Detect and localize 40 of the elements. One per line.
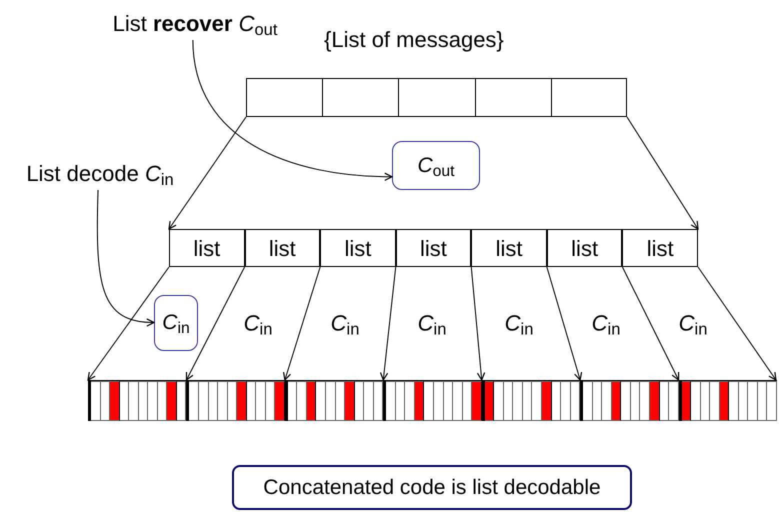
leader-arrow bbox=[192, 40, 393, 181]
list-cell: list bbox=[320, 229, 396, 267]
arrow bbox=[380, 266, 396, 381]
codeword-strip bbox=[88, 380, 777, 420]
code-label: C$_{in}$ bbox=[418, 310, 446, 340]
codeword-block bbox=[482, 381, 580, 421]
arrow bbox=[282, 266, 321, 381]
codeword-block bbox=[88, 381, 186, 421]
code-label: C$_{in}$ bbox=[330, 310, 360, 340]
list-cell: list bbox=[622, 229, 698, 267]
code-label: C$_{in}$ bbox=[504, 310, 534, 340]
arrow bbox=[698, 266, 777, 381]
codeword-block bbox=[186, 381, 285, 421]
list-cell: list bbox=[169, 229, 245, 267]
arrow bbox=[87, 266, 170, 381]
list-cell: list bbox=[396, 229, 472, 267]
array-caption: {List of messages} bbox=[324, 26, 504, 54]
arrow bbox=[470, 266, 486, 381]
arrow bbox=[546, 266, 582, 381]
codeword-block bbox=[383, 381, 482, 421]
list-row bbox=[169, 229, 698, 267]
annotation-text: List recover C$_{out}$ bbox=[88, 6, 302, 40]
code-box: C$_{out}$ bbox=[392, 141, 480, 190]
list-cell: list bbox=[244, 229, 320, 267]
codeword-block bbox=[678, 381, 777, 421]
codeword-block bbox=[284, 381, 384, 421]
annotation-text: List decode C$_{in}$ bbox=[2, 156, 198, 190]
code-label: C$_{in}$ bbox=[678, 310, 708, 340]
arrow bbox=[168, 116, 246, 230]
leader-arrow bbox=[96, 190, 155, 326]
arrow bbox=[186, 266, 246, 381]
code-label: C$_{in}$ bbox=[244, 310, 272, 340]
codeword-block bbox=[580, 381, 679, 421]
conclusion-box: Concatenated code is list decodable bbox=[232, 465, 632, 510]
arrow bbox=[626, 116, 699, 230]
code-label: C$_{in}$ bbox=[592, 310, 620, 340]
code-box: C$_{in}$ bbox=[154, 295, 198, 351]
arrow bbox=[622, 266, 680, 381]
list-cell: list bbox=[471, 229, 547, 267]
list-cell: list bbox=[546, 229, 622, 267]
